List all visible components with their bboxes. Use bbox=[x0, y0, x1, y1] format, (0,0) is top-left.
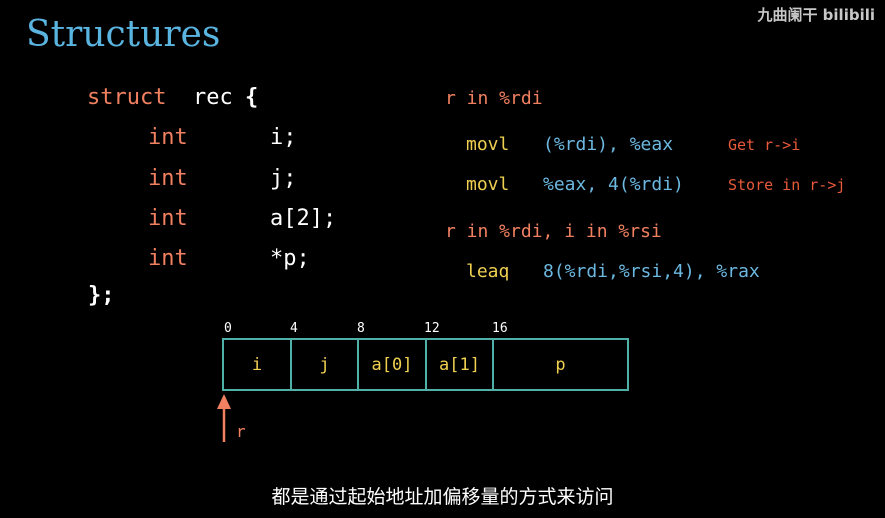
field-name: i; bbox=[270, 125, 297, 150]
field-name: *p; bbox=[270, 246, 310, 271]
memory-cell: a[1] bbox=[425, 338, 494, 391]
asm-args: %eax, 4(%rdi) bbox=[543, 174, 684, 195]
pointer-label: r bbox=[236, 422, 246, 441]
asm-note-2: r in %rdi, i in %rsi bbox=[445, 221, 662, 242]
asm-args: 8(%rdi,%rsi,4), %rax bbox=[543, 261, 760, 282]
asm-comment: Get r->i bbox=[728, 136, 801, 154]
pointer-arrow-icon bbox=[217, 394, 231, 442]
offset-label: 0 bbox=[224, 321, 232, 336]
struct-name: rec bbox=[193, 85, 233, 110]
asm-note-1: r in %rdi bbox=[445, 88, 543, 109]
field-type: int bbox=[148, 246, 188, 271]
asm-op: movl bbox=[466, 134, 510, 155]
field-name: a[2]; bbox=[270, 206, 337, 231]
offset-label: 4 bbox=[290, 321, 298, 336]
memory-cell: j bbox=[290, 338, 359, 391]
field-type: int bbox=[148, 166, 188, 191]
offset-label: 8 bbox=[357, 321, 365, 336]
offset-label: 16 bbox=[492, 321, 508, 336]
struct-close-brace: }; bbox=[88, 283, 115, 308]
field-type: int bbox=[148, 125, 188, 150]
asm-args: (%rdi), %eax bbox=[543, 134, 674, 155]
slide-title: Structures bbox=[26, 14, 221, 55]
field-type: int bbox=[148, 206, 188, 231]
memory-cell: i bbox=[222, 338, 292, 391]
struct-open-brace: { bbox=[245, 85, 259, 110]
asm-op: movl bbox=[466, 174, 510, 195]
watermark: 九曲阑干 bilibili bbox=[757, 6, 875, 24]
asm-comment: Store in r->j bbox=[728, 176, 846, 194]
offset-label: 12 bbox=[424, 321, 440, 336]
field-name: j; bbox=[270, 166, 297, 191]
struct-keyword: struct bbox=[87, 85, 167, 110]
asm-op: leaq bbox=[466, 261, 510, 282]
subtitle: 都是通过起始地址加偏移量的方式来访问 bbox=[271, 486, 614, 508]
memory-cell: a[0] bbox=[357, 338, 427, 391]
memory-cell: p bbox=[492, 338, 629, 391]
